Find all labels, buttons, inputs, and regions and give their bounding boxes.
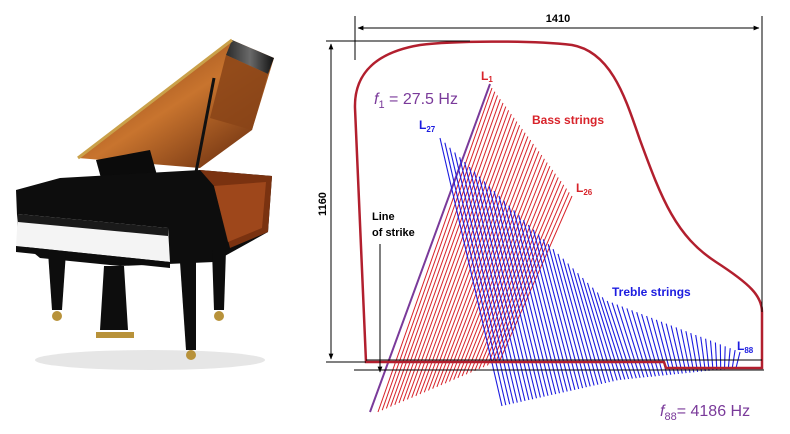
bass-string <box>411 117 515 398</box>
piano-case-outline <box>353 40 764 370</box>
bass-string <box>491 188 567 364</box>
treble-string <box>709 340 714 371</box>
treble-string <box>723 346 726 370</box>
bass-string <box>474 173 556 371</box>
treble-string <box>670 325 683 374</box>
treble-string <box>586 282 618 381</box>
bass-strings-label: Bass strings <box>532 113 604 127</box>
width-label: 1410 <box>546 13 570 25</box>
height-label: 1160 <box>317 192 329 216</box>
treble-string <box>577 273 610 383</box>
bass-string <box>444 147 537 384</box>
height-dimension <box>326 40 470 363</box>
bass-string <box>402 110 510 402</box>
treble-string <box>631 310 653 377</box>
treble-string <box>665 323 680 375</box>
treble-string <box>685 331 695 373</box>
bass-string <box>486 184 565 366</box>
treble-string <box>611 302 637 379</box>
width-dimension <box>354 16 763 312</box>
L1-string <box>369 83 491 413</box>
treble-string <box>690 333 699 372</box>
bass-string <box>478 177 559 370</box>
treble-string <box>655 319 672 375</box>
treble-string <box>626 308 649 378</box>
treble-string <box>731 350 736 369</box>
treble-string <box>444 142 507 406</box>
L88-label: L88 <box>737 339 754 355</box>
f88-frequency-label: f88= 4186 Hz <box>660 403 750 423</box>
treble-string <box>714 342 718 371</box>
grand-piano-photo <box>16 38 274 370</box>
treble-string <box>621 306 645 378</box>
bass-string <box>385 95 498 409</box>
treble-string <box>542 239 584 389</box>
bass-string <box>415 121 518 397</box>
bass-string <box>461 162 548 377</box>
treble-string <box>616 304 641 378</box>
treble-string <box>601 297 630 380</box>
bass-string <box>465 166 551 375</box>
bass-string <box>377 87 493 413</box>
treble-string <box>680 329 691 373</box>
treble-string <box>700 336 706 372</box>
bass-string <box>495 192 570 362</box>
bass-string <box>436 139 532 388</box>
bass-string <box>390 99 501 407</box>
treble-string <box>606 300 633 379</box>
treble-string <box>547 244 587 388</box>
bass-string <box>499 195 573 361</box>
treble-string <box>567 263 603 384</box>
treble-string <box>439 137 503 407</box>
treble-string <box>552 248 591 387</box>
bass-string <box>449 151 540 382</box>
line-of-strike-label: Line of strike <box>372 211 415 239</box>
bass-string <box>381 91 496 411</box>
bass-string <box>440 143 534 386</box>
treble-string <box>646 315 664 376</box>
bass-string <box>423 128 523 393</box>
treble-string <box>695 334 703 372</box>
treble-string <box>675 327 687 374</box>
bass-string <box>470 169 554 373</box>
bass-string <box>406 113 512 400</box>
L26-label: L26 <box>576 181 593 197</box>
treble-string <box>705 338 710 371</box>
treble-string <box>537 234 580 390</box>
treble-string <box>562 258 599 385</box>
f1-frequency-label: f1 = 27.5 Hz <box>374 91 458 111</box>
bass-string <box>398 106 507 404</box>
treble-string <box>660 321 676 375</box>
L27-label: L27 <box>419 118 436 134</box>
bass-string <box>394 102 504 405</box>
L1-label: L1 <box>481 69 493 84</box>
treble-string <box>727 348 731 369</box>
treble-string <box>498 195 549 396</box>
treble-strings-label: Treble strings <box>612 285 691 299</box>
treble-string <box>557 253 595 386</box>
treble-string <box>572 268 607 384</box>
treble-string <box>641 313 660 377</box>
treble-string <box>636 312 656 377</box>
treble-string <box>591 287 622 380</box>
bass-string <box>419 125 521 395</box>
treble-string <box>596 292 626 380</box>
treble-strings <box>439 137 741 407</box>
treble-string <box>582 277 614 382</box>
